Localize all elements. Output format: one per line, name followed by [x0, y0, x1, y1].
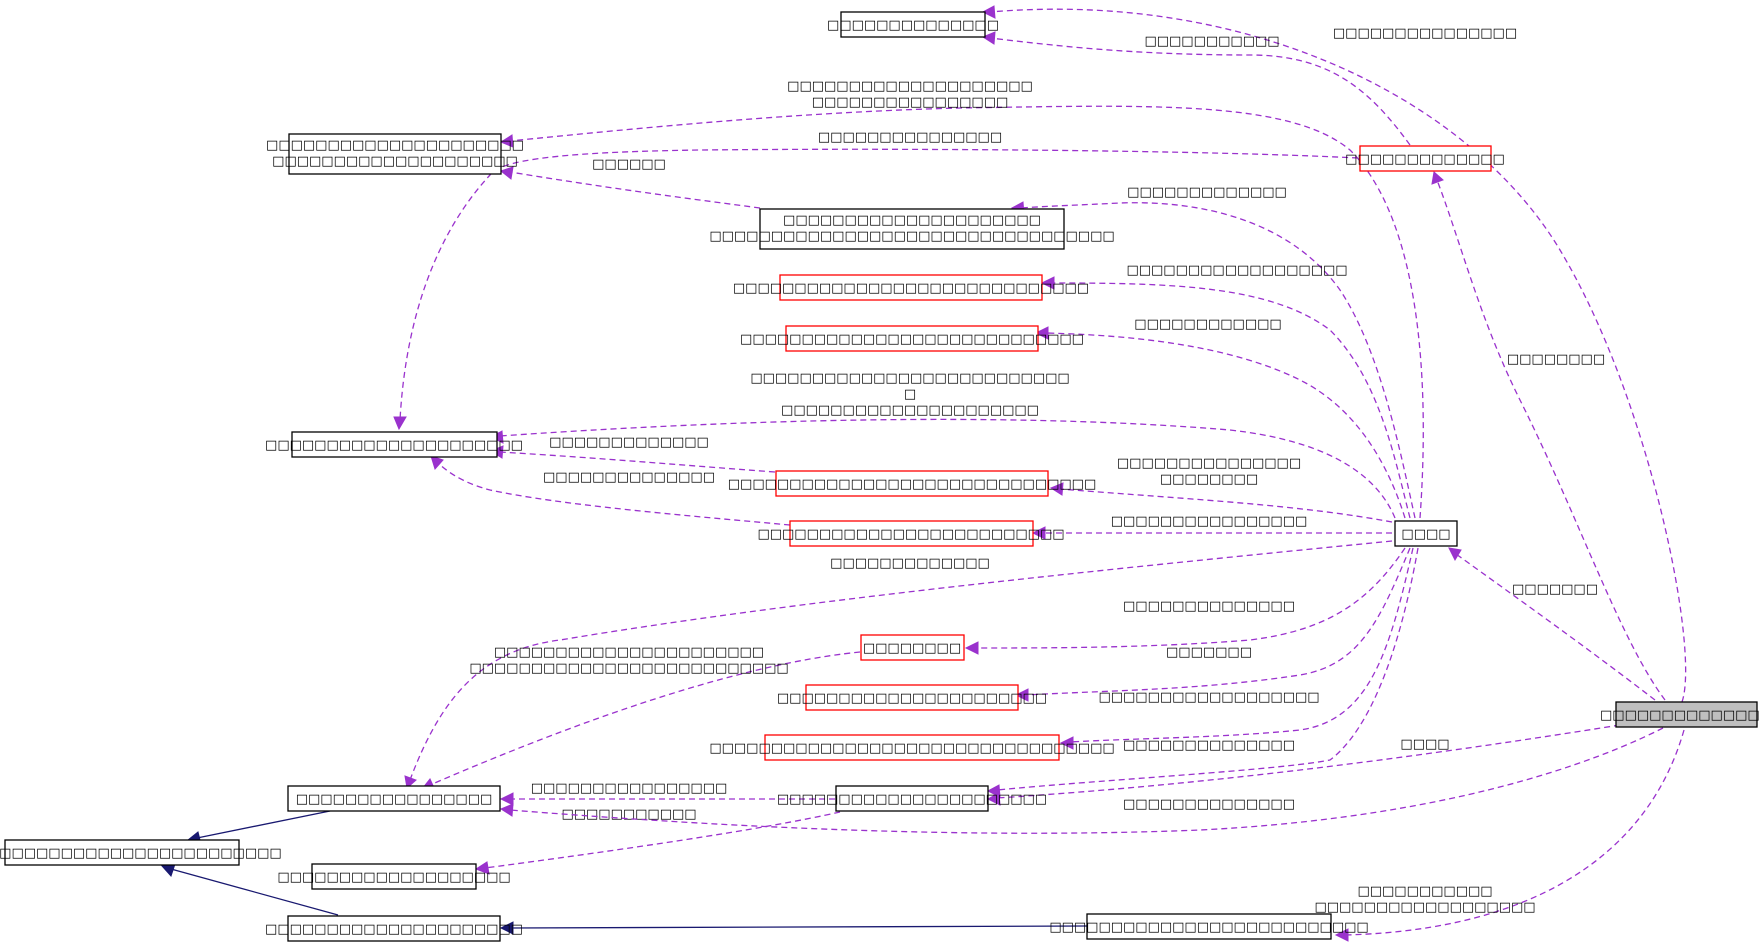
node-n3[interactable]: □□□□□□□□□□□□□: [1345, 145, 1505, 172]
edge-n11-n15: [986, 724, 1621, 806]
node-n7[interactable]: □□□□□□□□□□□□□□□□□□□□□: [265, 431, 523, 458]
edge-n20-n19: [499, 921, 1088, 935]
node-n10[interactable]: □□□□: [1394, 520, 1458, 547]
edge-label-n10-n9: □□□□□□□□□□□□□□□□: [1111, 514, 1308, 529]
edge-n9-n7: [430, 455, 791, 526]
edge-n10-n14: [1059, 547, 1414, 750]
node-n20[interactable]: □□□□□□□□□□□□□□□□□□□□□□□□□□: [1049, 913, 1369, 940]
node-n20-label: □□□□□□□□□□□□□□□□□□□□□□□□□□: [1049, 920, 1368, 935]
node-n15-label: □□□□□□□□□□□□□□□□□□□□□□: [777, 792, 1047, 807]
edge-label-n10-n7-line2: □: [904, 387, 916, 402]
edge-n4-n2: [499, 166, 761, 209]
node-n19[interactable]: □□□□□□□□□□□□□□□□□□□□□: [265, 915, 523, 942]
node-n1-label: □□□□□□□□□□□□□□: [827, 18, 999, 33]
edge-label-n10-n2-line2: □□□□□□□□□□□□□□□□: [812, 95, 1009, 110]
edge-label-n9-n7: □□□□□□□□□□□□□□: [543, 470, 715, 485]
edge-label-n15-n18: □□□□□□□□□□□: [561, 807, 696, 822]
node-n17[interactable]: □□□□□□□□□□□□□□□□□□□□□□□□□□: [0, 839, 282, 866]
node-n13-label: □□□□□□□□□□□□□□□□□□□□□□: [777, 691, 1047, 706]
node-n5[interactable]: □□□□□□□□□□□□□□□□□□□□□□□□□□□□□: [733, 274, 1089, 301]
edge-label-n11-n10: □□□□□□□: [1512, 582, 1598, 597]
edge-label-n11-n20: □□□□□□□□□□□: [1357, 884, 1492, 899]
edge-label-n11-n16: □□□□□□□□□□□□□□: [1123, 797, 1295, 812]
edge-n10-n8: [1049, 482, 1393, 523]
edge-n10-n5: [1040, 276, 1411, 519]
edge-label-n3-n7: □□□□□□□□□□□□□□□: [818, 130, 1002, 145]
edge-n10-n13: [1014, 547, 1411, 702]
edge-n11-n20: [1334, 729, 1685, 942]
edge-label-n10-n7: □□□□□□□□□□□□□□□□□□□□□□□□□□: [750, 371, 1069, 386]
edge-label-n10-n13: □□□□□□□: [1166, 645, 1252, 660]
node-n16[interactable]: □□□□□□□□□□□□□□□□: [287, 785, 501, 812]
edge-n10-n12: [964, 547, 1406, 655]
edge-n16-n17: [186, 810, 331, 845]
node-n14[interactable]: □□□□□□□□□□□□□□□□□□□□□□□□□□□□□□□□□: [709, 734, 1115, 761]
node-n9[interactable]: □□□□□□□□□□□□□□□□□□□□□□□□□: [757, 520, 1065, 547]
node-n2[interactable]: □□□□□□□□□□□□□□□□□□□□□ □□□□□□□□□□□□□□□□□□…: [266, 133, 524, 175]
node-n9-label: □□□□□□□□□□□□□□□□□□□□□□□□□: [757, 527, 1064, 542]
node-n13[interactable]: □□□□□□□□□□□□□□□□□□□□□□: [777, 684, 1047, 711]
edge-label-n15-n16: □□□□□□□□□□□□□□□□: [531, 781, 728, 796]
edge-n10-n9: [1031, 526, 1392, 540]
edge-n10-n6: [1034, 326, 1406, 519]
edge-label-n10-n14: □□□□□□□□□□□□□□□□□□: [1098, 690, 1319, 705]
node-n2-label-line2: □□□□□□□□□□□□□□□□□□□□: [272, 154, 518, 169]
edge-label-n11-n3: □□□□□□□□: [1507, 352, 1605, 367]
node-n11-label: □□□□□□□□□□□□□□: [1600, 708, 1759, 723]
edge-n3-n7: [393, 148, 1359, 431]
edge-n10-n16: [404, 540, 1393, 789]
edge-label-n10-n8: □□□□□□□□□□□□□□□: [1117, 456, 1301, 471]
edge-label-n12-n16: □□□□□□□□□□□□□□□□□□□□□□: [494, 645, 764, 660]
edge-label-n10-n2: □□□□□□□□□□□□□□□□□□□□: [787, 79, 1033, 94]
edge-label-n10-n16: □□□□□□□□□□□□□: [830, 556, 990, 571]
edge-label-n10-n12: □□□□□□□□□□□□□□: [1123, 599, 1295, 614]
node-n7-label: □□□□□□□□□□□□□□□□□□□□□: [265, 438, 523, 453]
edge-label-n11-n1: □□□□□□□□□□□□□□□: [1333, 26, 1517, 41]
node-n11[interactable]: □□□□□□□□□□□□□□: [1600, 701, 1759, 728]
edge-label-n11-n20-line2: □□□□□□□□□□□□□□□□□□: [1314, 900, 1535, 915]
edge-label-n10-n7-line3: □□□□□□□□□□□□□□□□□□□□□: [781, 403, 1039, 418]
edge-label-n12-n16-line2: □□□□□□□□□□□□□□□□□□□□□□□□□□: [469, 661, 788, 676]
node-n19-label: □□□□□□□□□□□□□□□□□□□□□: [265, 922, 523, 937]
edge-n3-n1: [981, 31, 1411, 146]
edge-label-n4-n2: □□□□□□: [592, 157, 666, 172]
edge-label-n3-n1: □□□□□□□□□□□: [1144, 34, 1279, 49]
node-n17-label: □□□□□□□□□□□□□□□□□□□□□□□□□□: [0, 846, 282, 861]
node-n3-label: □□□□□□□□□□□□□: [1345, 152, 1505, 167]
node-n8-label: □□□□□□□□□□□□□□□□□□□□□□□□□□□□□□: [728, 477, 1096, 492]
node-n15[interactable]: □□□□□□□□□□□□□□□□□□□□□□: [777, 785, 1047, 812]
edge-label-n10-n8-line2: □□□□□□□□: [1160, 472, 1258, 487]
node-n6[interactable]: □□□□□□□□□□□□□□□□□□□□□□□□□□□□: [740, 325, 1084, 352]
edge-n15-n18: [474, 811, 841, 875]
node-n4[interactable]: □□□□□□□□□□□□□□□□□□□□□ □□□□□□□□□□□□□□□□□□…: [709, 208, 1115, 250]
node-n2-label: □□□□□□□□□□□□□□□□□□□□□: [266, 138, 524, 153]
edge-n11-n10: [1448, 547, 1656, 701]
edge-n15-n16: [499, 792, 835, 806]
node-n14-label: □□□□□□□□□□□□□□□□□□□□□□□□□□□□□□□□□: [709, 741, 1114, 756]
edge-n10-n2: [499, 105, 1424, 519]
edge-n11-n1: [981, 5, 1687, 703]
edge-label-n10-n6: □□□□□□□□□□□□: [1134, 317, 1281, 332]
node-n5-label: □□□□□□□□□□□□□□□□□□□□□□□□□□□□□: [733, 281, 1089, 296]
edge-n11-n16: [499, 727, 1664, 834]
node-n12-label: □□□□□□□□: [863, 641, 961, 656]
node-n10-label: □□□□: [1401, 527, 1450, 542]
node-n4-label-line2: □□□□□□□□□□□□□□□□□□□□□□□□□□□□□□□□□: [709, 229, 1114, 244]
node-n1[interactable]: □□□□□□□□□□□□□□: [827, 11, 999, 38]
node-n16-label: □□□□□□□□□□□□□□□□: [296, 792, 493, 807]
node-n18-label: □□□□□□□□□□□□□□□□□□□: [277, 870, 510, 885]
edge-n11-n3: [1431, 171, 1666, 701]
edge-label-n10-n4: □□□□□□□□□□□□□: [1127, 185, 1287, 200]
edge-label-n8-n7: □□□□□□□□□□□□□: [549, 435, 709, 450]
node-n8[interactable]: □□□□□□□□□□□□□□□□□□□□□□□□□□□□□□: [728, 470, 1096, 497]
node-n12[interactable]: □□□□□□□□: [860, 634, 965, 661]
edge-label-n10-n5: □□□□□□□□□□□□□□□□□□: [1126, 263, 1347, 278]
edge-label-n11-n15: □□□□: [1400, 737, 1449, 752]
node-n18[interactable]: □□□□□□□□□□□□□□□□□□□: [277, 863, 511, 890]
edge-label-n10-n15: □□□□□□□□□□□□□□: [1123, 738, 1295, 753]
node-n4-label: □□□□□□□□□□□□□□□□□□□□□: [783, 213, 1041, 228]
node-n6-label: □□□□□□□□□□□□□□□□□□□□□□□□□□□□: [740, 332, 1084, 347]
